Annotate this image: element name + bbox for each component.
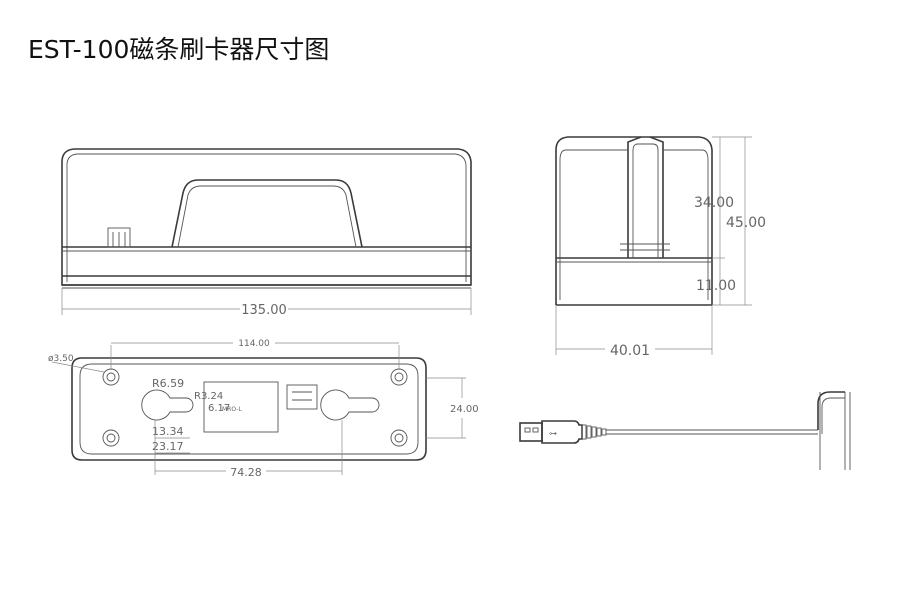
dim-height-base: 11.00 (696, 278, 736, 294)
mounting-hole (390, 429, 408, 447)
dim-slot-width: 6.17 (208, 403, 230, 414)
dim-slot-radius-small: R3.24 (194, 391, 223, 402)
dim-depth: 40.01 (610, 343, 650, 359)
dim-height-upper: 34.00 (694, 195, 734, 211)
drawing-title: EST-100磁条刷卡器尺寸图 (28, 35, 330, 64)
dim-hole-spacing: 114.00 (238, 339, 270, 349)
dim-slot-radius-large: R6.59 (152, 377, 184, 390)
dim-width: 135.00 (241, 303, 287, 318)
mounting-hole (390, 368, 408, 386)
keyhole-slot (320, 389, 380, 421)
mounting-hole (102, 429, 120, 447)
dim-hole-span: 24.00 (450, 404, 479, 415)
dim-slot-length: 23.17 (152, 440, 184, 453)
mounting-hole (102, 368, 120, 386)
bottom-view: MRO-L 114.00 ø3.50 R6.59 R3.24 6.17 13.3… (48, 339, 479, 479)
dim-slot-spacing: 74.28 (230, 466, 262, 479)
front-view: 135.00 (61, 148, 472, 318)
dim-hole-dia: ø3.50 (48, 354, 74, 364)
dim-slot-offset: 13.34 (152, 425, 184, 438)
label-text: MRO-L (222, 406, 242, 413)
keyhole-slot (141, 389, 194, 421)
side-view: 34.00 45.00 11.00 40.01 (555, 136, 766, 359)
usb-cable: ⊶ (519, 391, 851, 470)
dim-height-total: 45.00 (726, 215, 766, 231)
usb-symbol: ⊶ (549, 429, 557, 438)
